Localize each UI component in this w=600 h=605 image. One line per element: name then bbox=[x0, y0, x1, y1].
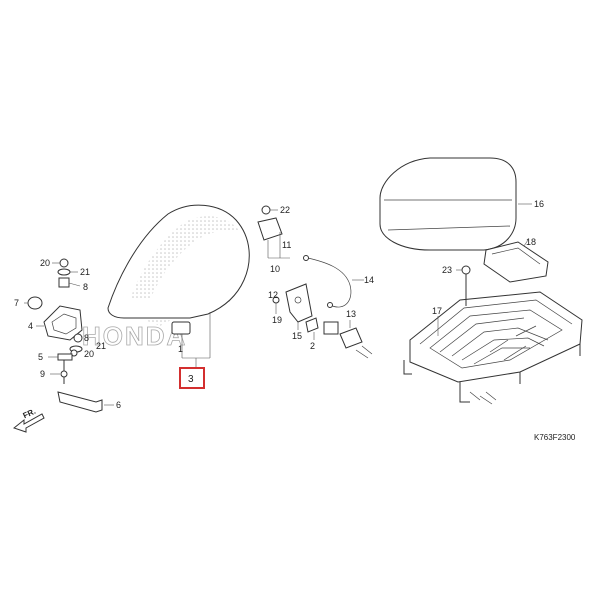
callout-4: 4 bbox=[28, 321, 33, 331]
callout-7: 7 bbox=[14, 298, 19, 308]
callout-21-lower: 21 bbox=[96, 341, 106, 351]
collar-8-top bbox=[58, 277, 70, 288]
diagram-code: K763F2300 bbox=[534, 433, 576, 442]
callout-13: 13 bbox=[346, 309, 356, 319]
callout-11: 11 bbox=[282, 240, 291, 250]
rack-cover: 18 bbox=[483, 237, 549, 283]
callout-16: 16 bbox=[534, 199, 544, 209]
highlighted-callout-3: 3 bbox=[179, 367, 205, 389]
callout-15: 15 bbox=[292, 331, 302, 341]
callout-22: 22 bbox=[280, 205, 290, 215]
callout-14: 14 bbox=[364, 275, 374, 285]
callout-1: 1 bbox=[178, 344, 183, 354]
callout-2: 2 bbox=[310, 341, 315, 351]
seat-bracket bbox=[171, 321, 191, 335]
seat-lock-assembly: 22 11 10 14 12 19 15 2 13 bbox=[257, 205, 374, 359]
stay-6 bbox=[57, 391, 103, 413]
callout-21-top: 21 bbox=[80, 267, 90, 277]
highlight-box bbox=[179, 367, 205, 389]
callout-8-top: 8 bbox=[83, 282, 88, 292]
hook-bracket bbox=[257, 217, 283, 241]
key bbox=[355, 345, 373, 359]
clip-2 bbox=[305, 317, 319, 333]
bolt-22 bbox=[261, 205, 271, 215]
seat-lock-cable bbox=[307, 257, 352, 308]
callout-18: 18 bbox=[526, 237, 536, 247]
front-direction-arrow: FR. bbox=[12, 407, 45, 433]
bolt-9 bbox=[60, 370, 68, 378]
callout-3: 3 bbox=[188, 374, 194, 385]
left-hinge-assembly: 20 21 8 7 4 8 21 20 5 9 6 bbox=[14, 258, 121, 413]
callout-9: 9 bbox=[40, 369, 45, 379]
callout-17: 17 bbox=[432, 306, 442, 316]
callout-23: 23 bbox=[442, 265, 452, 275]
rear-carrier-rack: 17 bbox=[403, 291, 583, 405]
callout-20-top: 20 bbox=[40, 258, 50, 268]
lock-plate bbox=[323, 321, 339, 335]
logo-text: HONDA bbox=[82, 321, 187, 351]
washer-21-top bbox=[57, 268, 71, 276]
collar-8-lower bbox=[73, 333, 83, 343]
grommet-7 bbox=[27, 296, 43, 310]
bolt-23: 23 bbox=[442, 265, 471, 306]
rear-seat-pad: 16 bbox=[379, 157, 544, 251]
hinge-bracket-4 bbox=[43, 305, 83, 341]
plate-5 bbox=[57, 353, 73, 361]
callout-6: 6 bbox=[116, 400, 121, 410]
washer-20-top bbox=[59, 258, 69, 268]
callout-8-lower: 8 bbox=[84, 333, 89, 343]
callout-10: 10 bbox=[270, 264, 280, 274]
callout-12: 12 bbox=[268, 290, 278, 300]
callout-20-lower: 20 bbox=[84, 349, 94, 359]
key-cylinder bbox=[339, 327, 363, 349]
callout-19: 19 bbox=[272, 315, 282, 325]
callout-5: 5 bbox=[38, 352, 43, 362]
main-seat: 1 bbox=[107, 204, 250, 368]
